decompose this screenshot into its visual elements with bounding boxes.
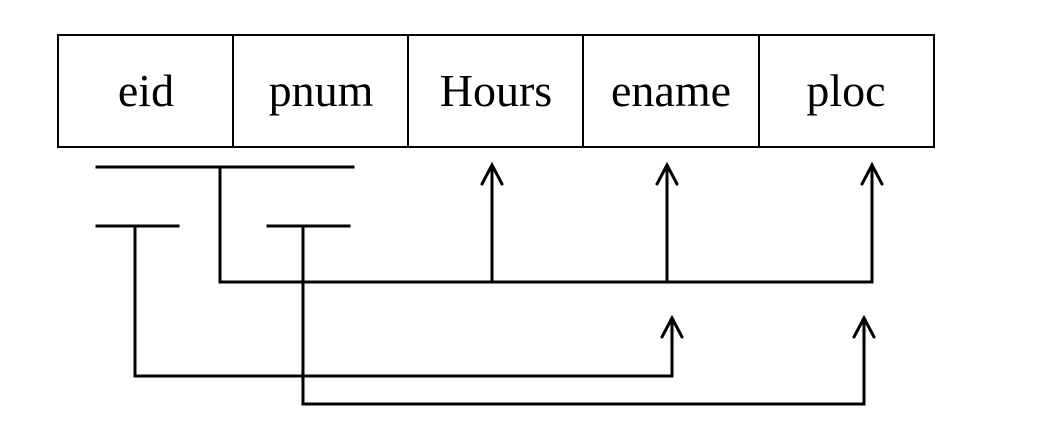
attribute-label-hours: Hours: [440, 65, 552, 116]
attribute-label-ploc: ploc: [806, 65, 885, 116]
attribute-label-ename: ename: [611, 65, 731, 116]
relation-schema: eid pnum Hours ename ploc: [57, 34, 935, 148]
attribute-label-eid: eid: [118, 65, 174, 116]
pnum-connector: [301, 224, 866, 406]
attribute-cell-ploc: ploc: [758, 34, 935, 148]
eid-connector: [133, 224, 674, 378]
composite-key-connector: [218, 165, 874, 284]
attribute-cell-eid: eid: [57, 34, 234, 148]
attribute-cell-hours: Hours: [407, 34, 584, 148]
dependency-key-to-all: [95, 161, 884, 284]
attribute-label-pnum: pnum: [269, 65, 374, 116]
attribute-cell-ename: ename: [582, 34, 760, 148]
dependency-pnum-to-ploc: [266, 224, 876, 406]
pnum-ploc-arrow-head: [852, 314, 876, 339]
ploc-arrow-head: [860, 161, 884, 186]
hours-arrow-head: [480, 161, 504, 186]
ename-arrow-head: [655, 161, 679, 186]
dependency-eid-to-ename: [95, 224, 684, 378]
eid-ename-arrow-head: [660, 314, 684, 339]
attribute-cell-pnum: pnum: [232, 34, 409, 148]
